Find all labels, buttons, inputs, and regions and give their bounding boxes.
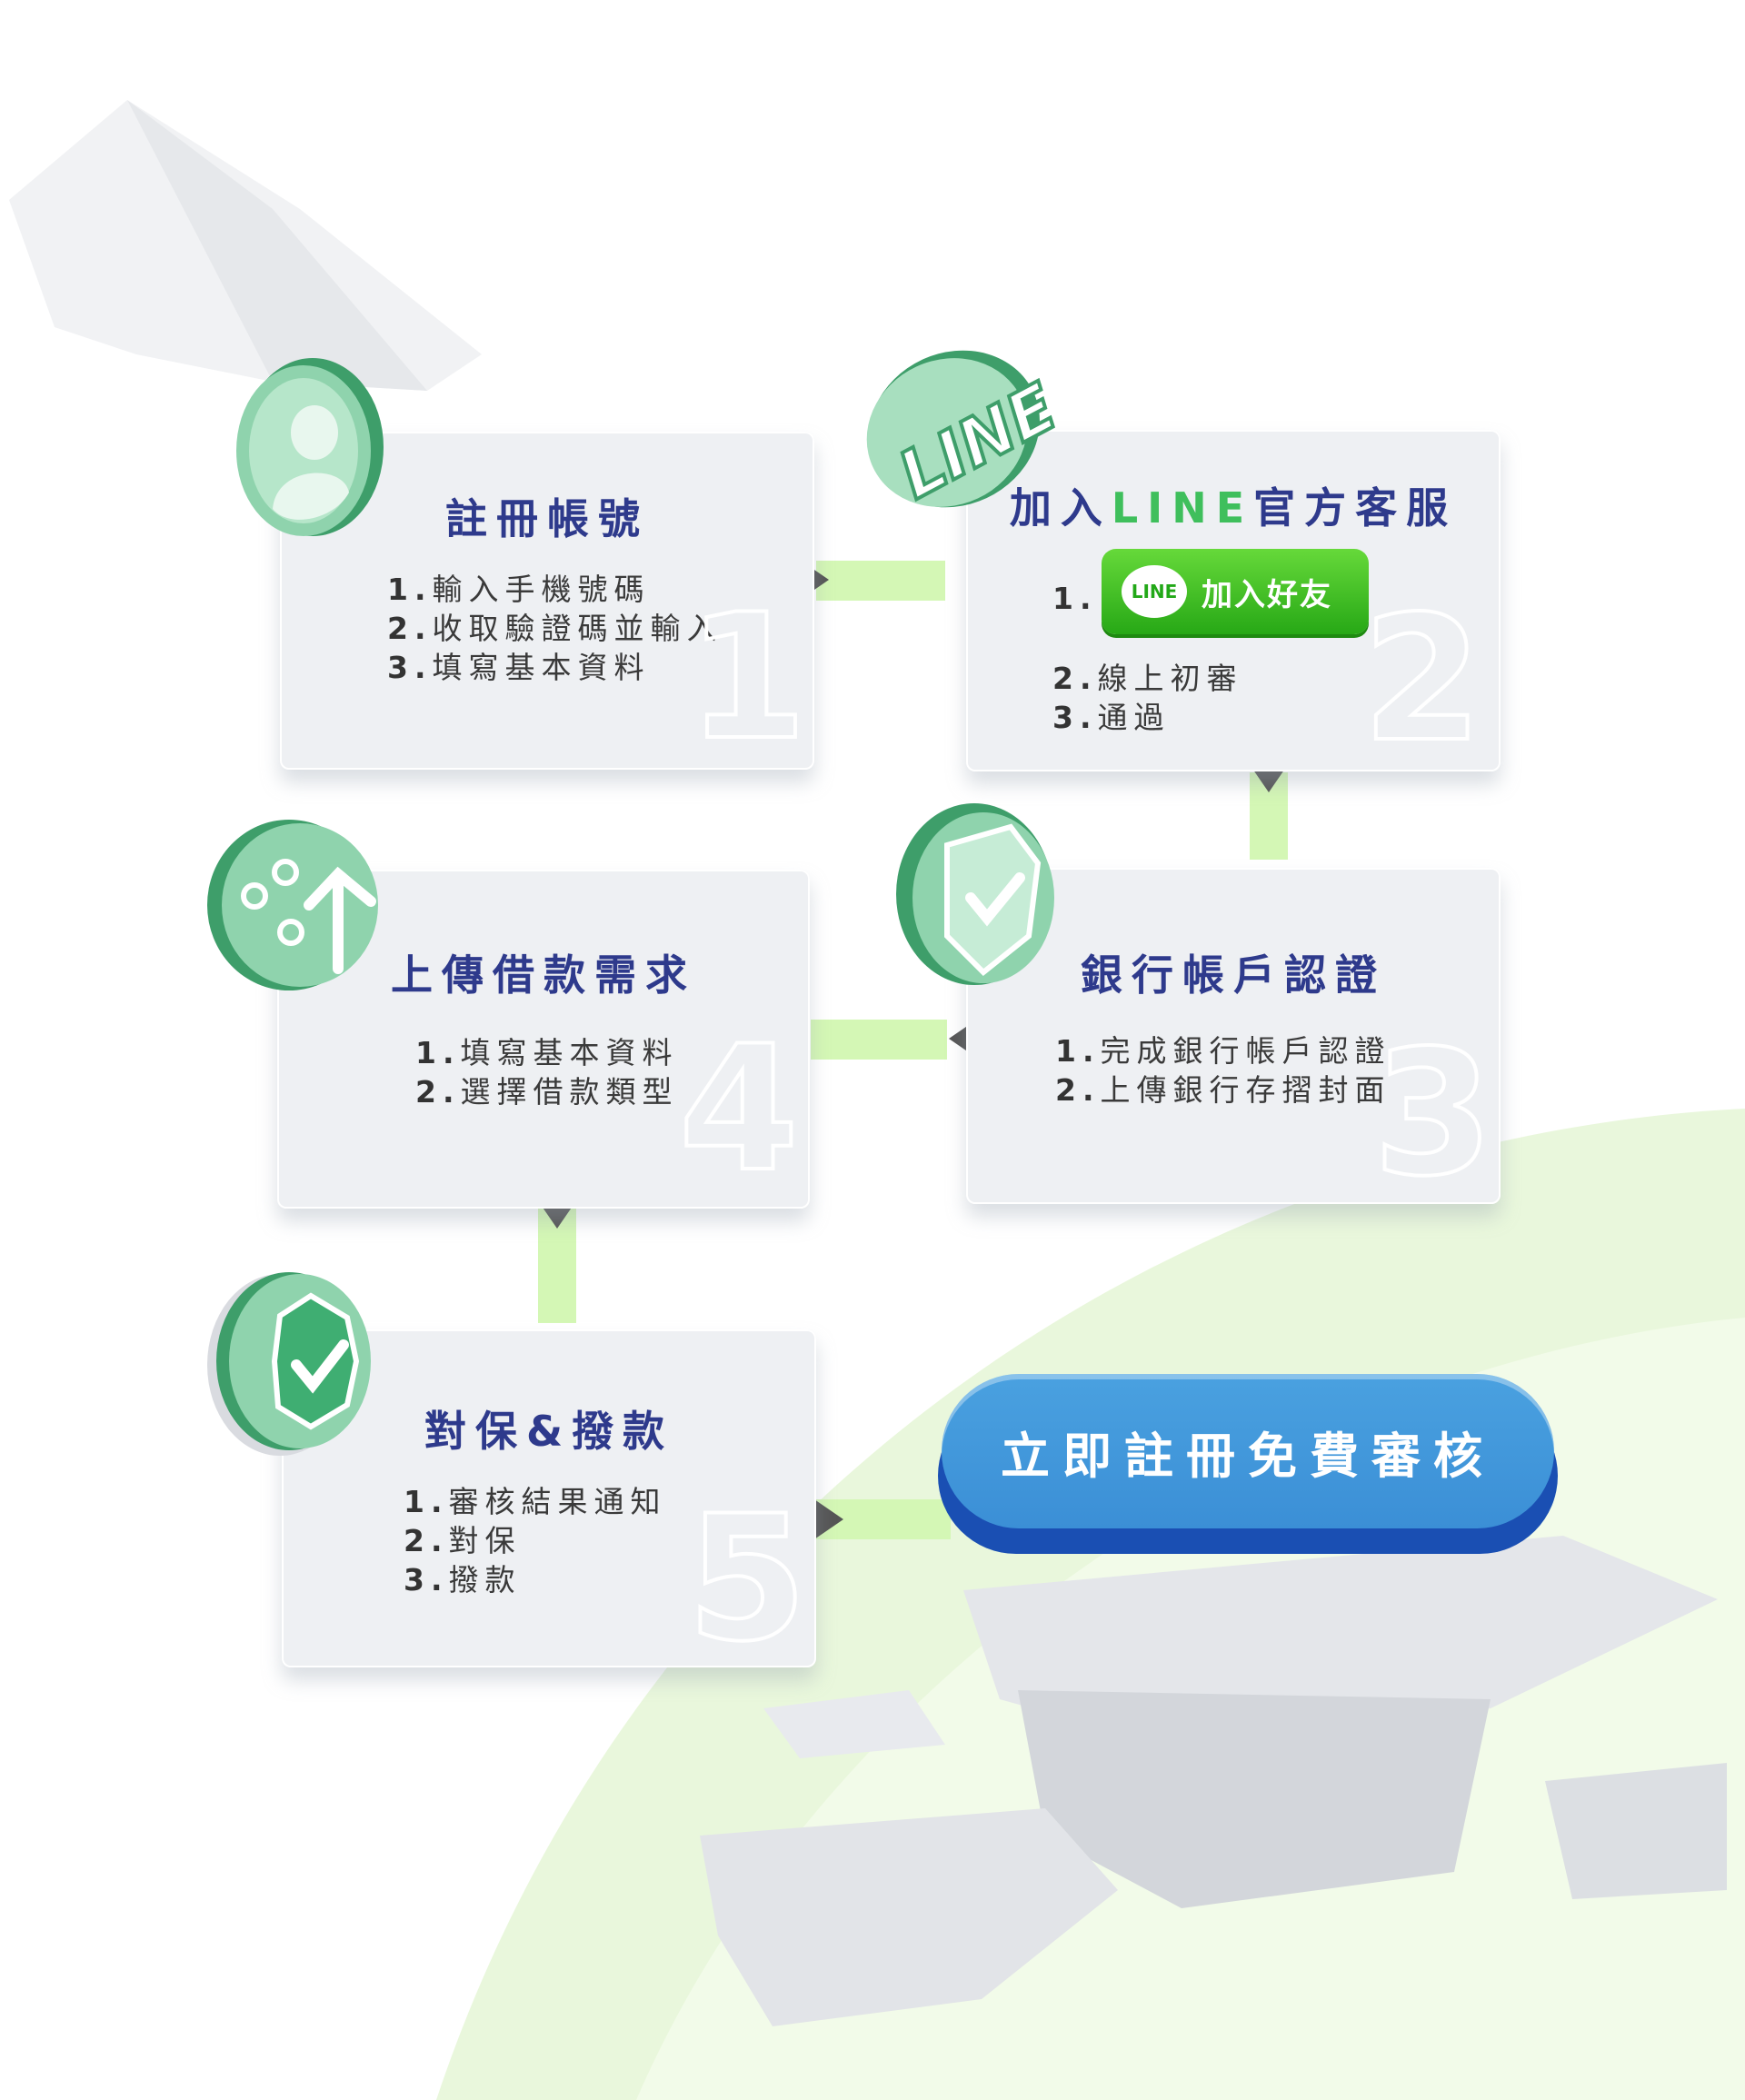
step-title: 對保&撥款: [424, 1407, 674, 1456]
badge-check-icon: [207, 1272, 371, 1456]
step-number: 3: [1371, 1013, 1495, 1214]
step-list: 2.線上初審 3.通過: [1052, 659, 1243, 737]
step-title: 加入LINE官方客服: [1009, 483, 1458, 532]
line-logo-icon: LINE: [866, 350, 1071, 511]
list-item: 2.收取驗證碼並輸入: [387, 611, 723, 646]
shield-check-icon: [896, 803, 1054, 985]
user-icon: [236, 358, 384, 536]
line-badge-icon: LINE: [1122, 565, 1187, 618]
list-item: 2.上傳銀行存摺封面: [1055, 1072, 1391, 1108]
cta-button-face: 立即註冊免費審核: [942, 1374, 1554, 1528]
step-card-2: 加入LINE官方客服 1. 2.線上初審 3.通過 2: [966, 430, 1501, 771]
list-item: 3.通過: [1052, 700, 1171, 735]
list-item: 1.輸入手機號碼: [387, 572, 651, 607]
arrow-right-5-cta: [814, 1499, 843, 1539]
step-number: 2: [1361, 579, 1484, 780]
step-number: 4: [677, 1009, 801, 1209]
step-title: 銀行帳戶認證: [1081, 950, 1386, 1000]
step-number: 5: [685, 1478, 809, 1679]
register-free-review-button[interactable]: 立即註冊免費審核: [938, 1374, 1558, 1554]
list-item: 2.線上初審: [1052, 661, 1243, 696]
step-number: 1: [685, 577, 809, 778]
step-list: 1.完成銀行帳戶認證 2.上傳銀行存摺封面: [1055, 1031, 1391, 1110]
cta-label: 立即註冊免費審核: [1001, 1427, 1495, 1485]
list-item: 1.審核結果通知: [404, 1484, 667, 1519]
list-item: 3.填寫基本資料: [387, 650, 651, 685]
step-list: 1.填寫基本資料 2.選擇借款類型: [415, 1033, 679, 1111]
list-item: 2.選擇借款類型: [415, 1074, 679, 1110]
connector-1-2: [816, 561, 945, 601]
connector-3-4: [811, 1020, 947, 1060]
list-item: 1.完成銀行帳戶認證: [1055, 1033, 1391, 1069]
step-list: 1.: [1052, 579, 1098, 618]
step-list: 1.審核結果通知 2.對保 3.撥款: [404, 1482, 667, 1599]
list-item: 2.對保: [404, 1523, 522, 1558]
step-card-1: 註冊帳號 1.輸入手機號碼 2.收取驗證碼並輸入 3.填寫基本資料 1: [280, 432, 814, 770]
line-add-friend-button[interactable]: LINE 加入好友: [1102, 549, 1369, 634]
step-title: 上傳借款需求: [391, 950, 696, 1000]
list-item: 3.撥款: [404, 1562, 522, 1597]
step-list: 1.輸入手機號碼 2.收取驗證碼並輸入 3.填寫基本資料: [387, 570, 723, 687]
step-title: 註冊帳號: [445, 494, 649, 543]
list-item: 1.: [1052, 581, 1098, 616]
step-card-5: 對保&撥款 1.審核結果通知 2.對保 3.撥款 5: [282, 1329, 816, 1667]
list-item: 1.填寫基本資料: [415, 1035, 679, 1070]
upload-icon: [207, 820, 378, 990]
step-card-3: 銀行帳戶認證 1.完成銀行帳戶認證 2.上傳銀行存摺封面 3: [966, 868, 1501, 1204]
line-add-friend-label: 加入好友: [1202, 576, 1332, 613]
